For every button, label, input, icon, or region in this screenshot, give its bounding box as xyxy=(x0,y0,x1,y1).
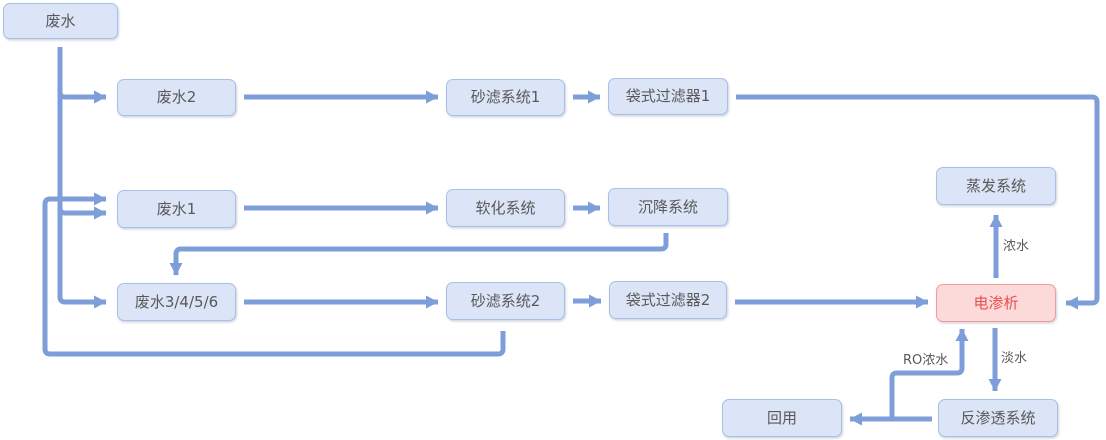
node-label-wastewater1: 废水1 xyxy=(156,199,197,218)
edge-bag-filter-1-to-electrodialysis xyxy=(736,94,1100,310)
ro-concentrate-label: RO浓水 xyxy=(903,353,949,368)
node-wastewater2[interactable]: 废水2 xyxy=(117,79,236,116)
node-settling-system[interactable]: 沉降系统 xyxy=(608,188,728,226)
node-evaporation[interactable]: 蒸发系统 xyxy=(936,167,1056,205)
node-label-softening-system: 软化系统 xyxy=(475,198,536,217)
node-label-settling-system: 沉降系统 xyxy=(637,197,698,216)
node-label-wastewater2: 废水2 xyxy=(156,88,197,106)
node-label-bag-filter-1: 袋式过滤器1 xyxy=(625,87,711,105)
node-bag-filter-2[interactable]: 袋式过滤器2 xyxy=(609,281,727,319)
concentrate-label: 浓水 xyxy=(1003,239,1030,254)
node-label-evaporation: 蒸发系统 xyxy=(965,176,1026,195)
node-electrodialysis[interactable]: 电渗析 xyxy=(936,284,1056,322)
node-label-reuse: 回用 xyxy=(766,408,797,427)
node-wastewater1[interactable]: 废水1 xyxy=(117,190,236,228)
node-bag-filter-1[interactable]: 袋式过滤器1 xyxy=(608,78,728,115)
node-label-sand-filter-1: 砂滤系统1 xyxy=(470,88,541,106)
node-label-bag-filter-2: 袋式过滤器2 xyxy=(625,290,711,309)
node-wastewater[interactable]: 废水 xyxy=(3,3,118,39)
node-softening-system[interactable]: 软化系统 xyxy=(446,189,565,227)
node-label-reverse-osmosis: 反渗透系统 xyxy=(960,408,1036,427)
edge-wastewater-to-wastewater2 xyxy=(57,47,107,104)
node-wastewater3456[interactable]: 废水3/4/5/6 xyxy=(117,283,236,321)
node-sand-filter-1[interactable]: 砂滤系统1 xyxy=(446,79,565,116)
node-label-electrodialysis: 电渗析 xyxy=(973,293,1019,312)
node-sand-filter-2[interactable]: 砂滤系统2 xyxy=(446,282,565,320)
node-label-wastewater: 废水 xyxy=(45,11,76,30)
node-reverse-osmosis[interactable]: 反渗透系统 xyxy=(938,399,1058,437)
edge-wastewater-to-wastewater1 xyxy=(57,47,107,220)
fresh-water-label: 淡水 xyxy=(1001,351,1028,366)
node-label-wastewater3456: 废水3/4/5/6 xyxy=(134,292,219,311)
edge-sand-filter-2-backwash-to-wastewater1 xyxy=(42,192,506,357)
edge-settling-system-to-wastewater3456 xyxy=(169,233,669,276)
node-label-sand-filter-2: 砂滤系统2 xyxy=(470,291,541,310)
edge-ro-concentrate-to-electrodialysis xyxy=(889,328,969,419)
edge-wastewater-to-wastewater3456 xyxy=(57,47,107,309)
node-reuse[interactable]: 回用 xyxy=(722,399,842,437)
